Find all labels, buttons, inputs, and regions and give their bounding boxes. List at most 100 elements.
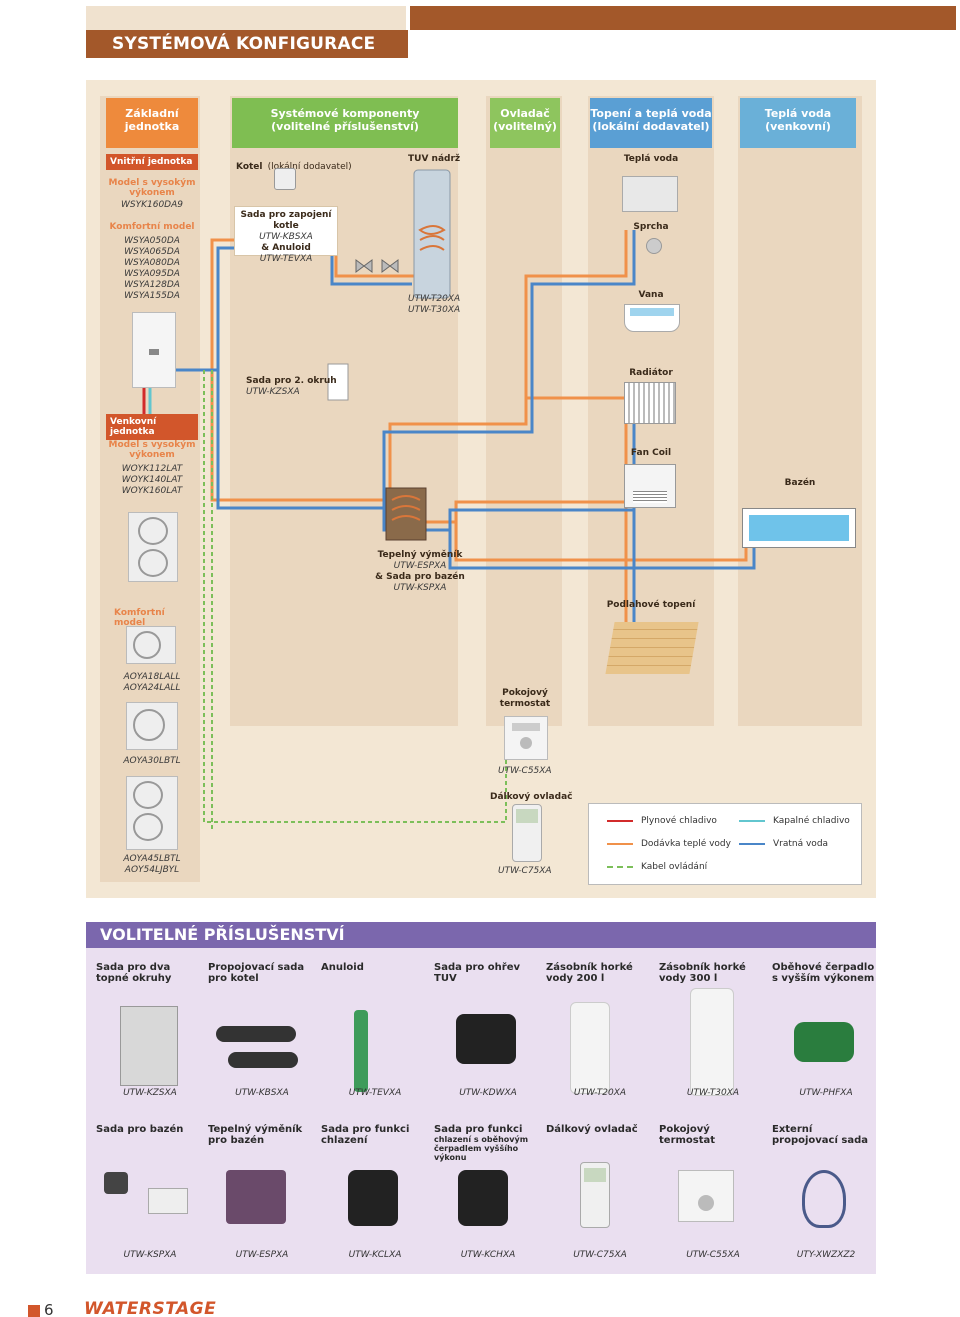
fan-coil-label: Fan Coil (630, 448, 672, 458)
legend-return-swatch (739, 843, 765, 845)
column-base (100, 96, 200, 882)
accessory-item: Oběhové čerpadlo s vyšším výkonem (772, 962, 875, 984)
accessory-code: UTW-KCHXA (460, 1250, 516, 1260)
indoor-high-power-model: WSYK160DA9 (120, 200, 183, 210)
outdoor-comfort-title: Komfortní model (114, 608, 165, 628)
accessory-code: UTW-PHFXA (799, 1088, 853, 1098)
accessory-item: Zásobník horké vody 300 l (659, 962, 746, 984)
accessory-item: Propojovací sada pro kotel (208, 962, 305, 984)
outdoor-unit-twin-image (126, 776, 178, 850)
room-thermostat-accessory-image (678, 1170, 734, 1222)
radiator-label: Radiátor (629, 368, 673, 378)
second-circuit-label: Sada pro 2. okruh UTW-KZSXA (246, 376, 337, 397)
floor-heating-image (605, 622, 699, 674)
boiler-label: Kotel (lokální dodavatel) (236, 162, 352, 172)
remote-controller-label: Dálkový ovladač (490, 792, 573, 802)
column-controller (486, 96, 562, 726)
remote-controller-image (512, 804, 542, 862)
radiator-image (624, 382, 676, 424)
accessory-code: UTW-T20XA (573, 1088, 627, 1098)
accessory-item: Tepelný výměník pro bazén (208, 1124, 303, 1146)
accessory-code: UTW-KZSXA (123, 1088, 177, 1098)
outdoor-unit-medium-image (126, 702, 178, 750)
boiler-kit-box: Sada pro zapojení kotle UTW-KBSXA & Anul… (234, 206, 338, 264)
cooling-kit-high-pump-image (458, 1170, 508, 1226)
accessory-item: Sada pro bazén (96, 1124, 184, 1135)
accessory-item: Sada pro funkci chlazení s oběhovým čerp… (434, 1124, 529, 1162)
column-header-hot-water: Teplá voda (venkovní) (740, 98, 856, 148)
outdoor-high-power-title: Model s vysokým výkonem (108, 440, 196, 460)
hot-water-tank-200-image (570, 1002, 610, 1094)
system-diagram: Základní jednotka Systémové komponenty (… (86, 80, 876, 898)
outdoor-unit-large-image (128, 512, 178, 582)
external-connection-kit-image (802, 1170, 846, 1228)
header-band-accent (410, 6, 956, 30)
room-thermostat-image (504, 716, 548, 760)
brand-logo: WATERSTAGE (84, 1299, 217, 1317)
dhw-kit-image (456, 1014, 516, 1064)
accessory-item: Zásobník horké vody 200 l (546, 962, 633, 984)
accessory-code: UTW-C75XA (573, 1250, 627, 1260)
floor-heating-label: Podlahové topení (606, 600, 696, 610)
hot-water-label: Teplá voda (623, 154, 679, 164)
legend-return: Vratná voda (773, 839, 829, 849)
hot-water-tank-300-image (690, 988, 734, 1096)
fan-coil-image (624, 464, 676, 508)
page-marker (28, 1305, 40, 1317)
pool-image (742, 508, 856, 548)
header-band (86, 6, 406, 30)
accessory-code: UTW-C55XA (686, 1250, 740, 1260)
legend-supply: Dodávka teplé vody (641, 839, 731, 849)
pool-label: Bazén (784, 478, 816, 488)
accessories-panel: Sada pro dva topné okruhy Propojovací sa… (86, 948, 876, 1274)
anuloid-image (354, 1010, 368, 1092)
page-number: 6 (44, 1301, 54, 1317)
legend-cable: Kabel ovládání (641, 862, 708, 872)
shower-label: Sprcha (633, 222, 669, 232)
accessories-title: VOLITELNÉ PŘÍSLUŠENSTVÍ (86, 922, 876, 948)
outdoor-comfort-model-b: AOYA30LBTL (123, 756, 181, 766)
room-thermostat-label: Pokojový termostat (499, 688, 551, 709)
tank-label: TUV nádrž (408, 154, 461, 164)
page-title: SYSTÉMOVÁ KONFIGURACE (86, 30, 408, 58)
room-thermostat-code: UTW-C55XA (498, 766, 552, 776)
accessory-code: UTY-XWZXZ2 (796, 1250, 856, 1260)
circulation-pump-image (794, 1022, 854, 1062)
accessory-code: UTW-KCLXA (348, 1250, 402, 1260)
accessory-code: UTW-T30XA (686, 1088, 740, 1098)
two-circuit-kit-image (120, 1006, 178, 1086)
column-hot-water (738, 96, 862, 726)
legend-gas: Plynové chladivo (641, 816, 717, 826)
legend-cable-swatch (607, 866, 633, 868)
remote-controller-code: UTW-C75XA (498, 866, 552, 876)
accessory-code: UTW-TEVXA (348, 1088, 402, 1098)
indoor-unit-label: Vnitřní jednotka (106, 154, 198, 170)
accessory-item: Anuloid (321, 962, 364, 973)
remote-controller-accessory-image (580, 1162, 610, 1228)
indoor-comfort-title: Komfortní model (109, 222, 195, 232)
kitchen-sink-image (622, 176, 678, 212)
column-header-controller: Ovladač (volitelný) (490, 98, 560, 148)
pool-kit-image (104, 1172, 194, 1222)
cooling-kit-image (348, 1170, 398, 1226)
bathtub-image (624, 304, 680, 332)
accessory-item: Dálkový ovladač (546, 1124, 638, 1135)
column-header-components: Systémové komponenty (volitelné přísluše… (232, 98, 458, 148)
legend-supply-swatch (607, 843, 633, 845)
accessory-item: Externí propojovací sada (772, 1124, 868, 1146)
indoor-high-power-title: Model s vysokým výkonem (108, 178, 196, 198)
accessory-code: UTW-KBSXA (235, 1088, 289, 1098)
accessory-item: Sada pro ohřev TUV (434, 962, 521, 984)
column-header-base: Základní jednotka (106, 98, 198, 148)
accessory-item: Sada pro dva topné okruhy (96, 962, 172, 984)
column-header-heating: Topení a teplá voda (lokální dodavatel) (590, 98, 712, 148)
accessory-item: Sada pro funkci chlazení (321, 1124, 410, 1146)
boiler-connection-kit-image (212, 1018, 308, 1078)
bath-label: Vana (638, 290, 664, 300)
outdoor-unit-small-image (126, 626, 176, 664)
legend: Plynové chladivo Kapalné chladivo Dodávk… (588, 803, 862, 885)
